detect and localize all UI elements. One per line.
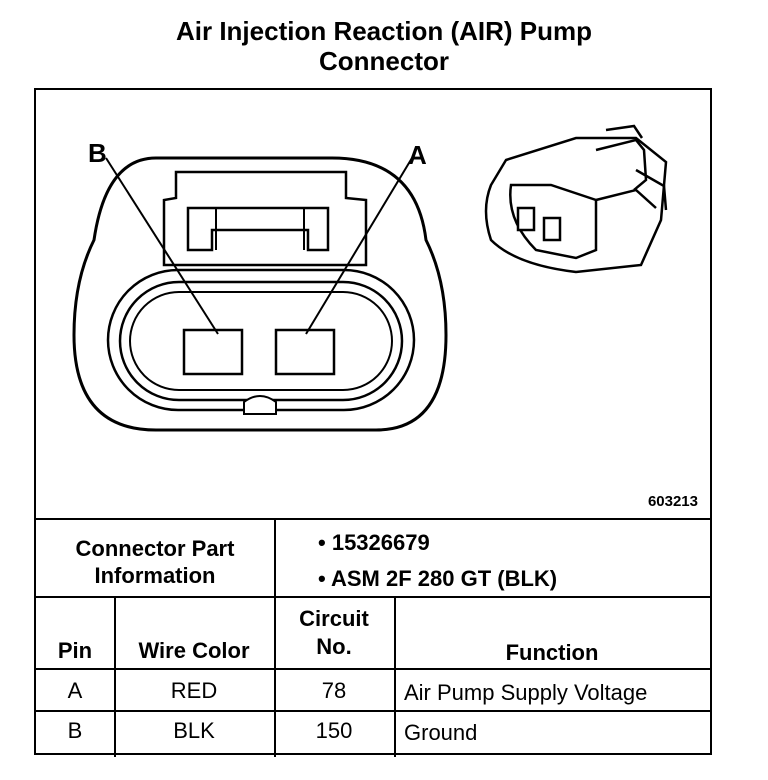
polarization-key (243, 395, 277, 415)
connector-diagram: B A 603213 (36, 90, 710, 520)
row-b-wire-color: BLK (173, 718, 215, 743)
header-circuit-line1: Circuit (299, 606, 369, 631)
pin-cavity-a (274, 328, 336, 376)
connector-info-frame: B A 603213 Connector Part Information • … (34, 88, 712, 757)
lock-tab-housing (162, 170, 368, 267)
pin-label-a: A (408, 140, 427, 170)
page-title: Air Injection Reaction (AIR) Pump (175, 16, 593, 46)
row-a-pin: A (67, 678, 83, 703)
pin-label-b: B (88, 138, 107, 168)
part-number-item: • 15326679 (318, 530, 430, 555)
row-a-function: Air Pump Supply Voltage (404, 680, 648, 705)
pin-cavity-b (182, 328, 244, 376)
header-function: Function (505, 640, 599, 665)
connector-inner-wall-3 (129, 291, 393, 391)
connector-3d-view (484, 124, 668, 274)
leader-line-b (105, 157, 219, 335)
row-b-function: Ground (404, 720, 478, 745)
header-pin: Pin (57, 638, 93, 663)
header-wire-color: Wire Color (138, 638, 250, 663)
page-subtitle: Connector (319, 46, 449, 76)
part-info-label-line2: Information (94, 563, 216, 588)
part-asm-item: • ASM 2F 280 GT (BLK) (318, 566, 558, 591)
connector-outer-shell (72, 156, 448, 432)
header-circuit-line2: No. (316, 634, 352, 659)
figure-number: 603213 (647, 493, 698, 510)
row-a-circuit: 78 (321, 678, 347, 703)
part-info-label-line1: Connector Part (75, 536, 235, 561)
lock-tab (186, 206, 330, 252)
row-a-wire-color: RED (170, 678, 218, 703)
connector-inner-wall-2 (118, 280, 404, 402)
row-b-circuit: 150 (315, 718, 353, 743)
row-b-pin: B (67, 718, 83, 743)
connector-face-drawing (72, 124, 668, 432)
leader-line-a (305, 157, 413, 335)
